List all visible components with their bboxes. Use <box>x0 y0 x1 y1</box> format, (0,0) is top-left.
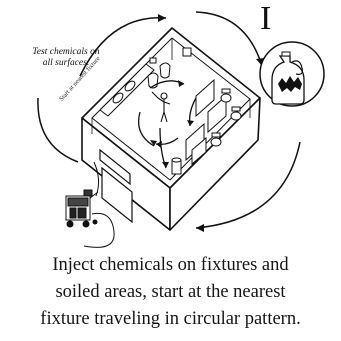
step-numeral: I <box>260 2 271 36</box>
wall-dispenser <box>183 48 191 56</box>
trash-can-icon <box>172 158 181 174</box>
caption-line-2: soiled areas, start at the nearest <box>0 279 341 306</box>
chemical-jug-icon <box>260 42 324 106</box>
caption-line-3: fixture traveling in circular pattern. <box>0 306 341 333</box>
instruction-caption: Inject chemicals on fixtures and soiled … <box>0 252 341 333</box>
caption-line-1: Inject chemicals on fixtures and <box>0 252 341 279</box>
cleaning-cart-icon <box>66 190 98 227</box>
restroom-diagram <box>0 0 341 250</box>
